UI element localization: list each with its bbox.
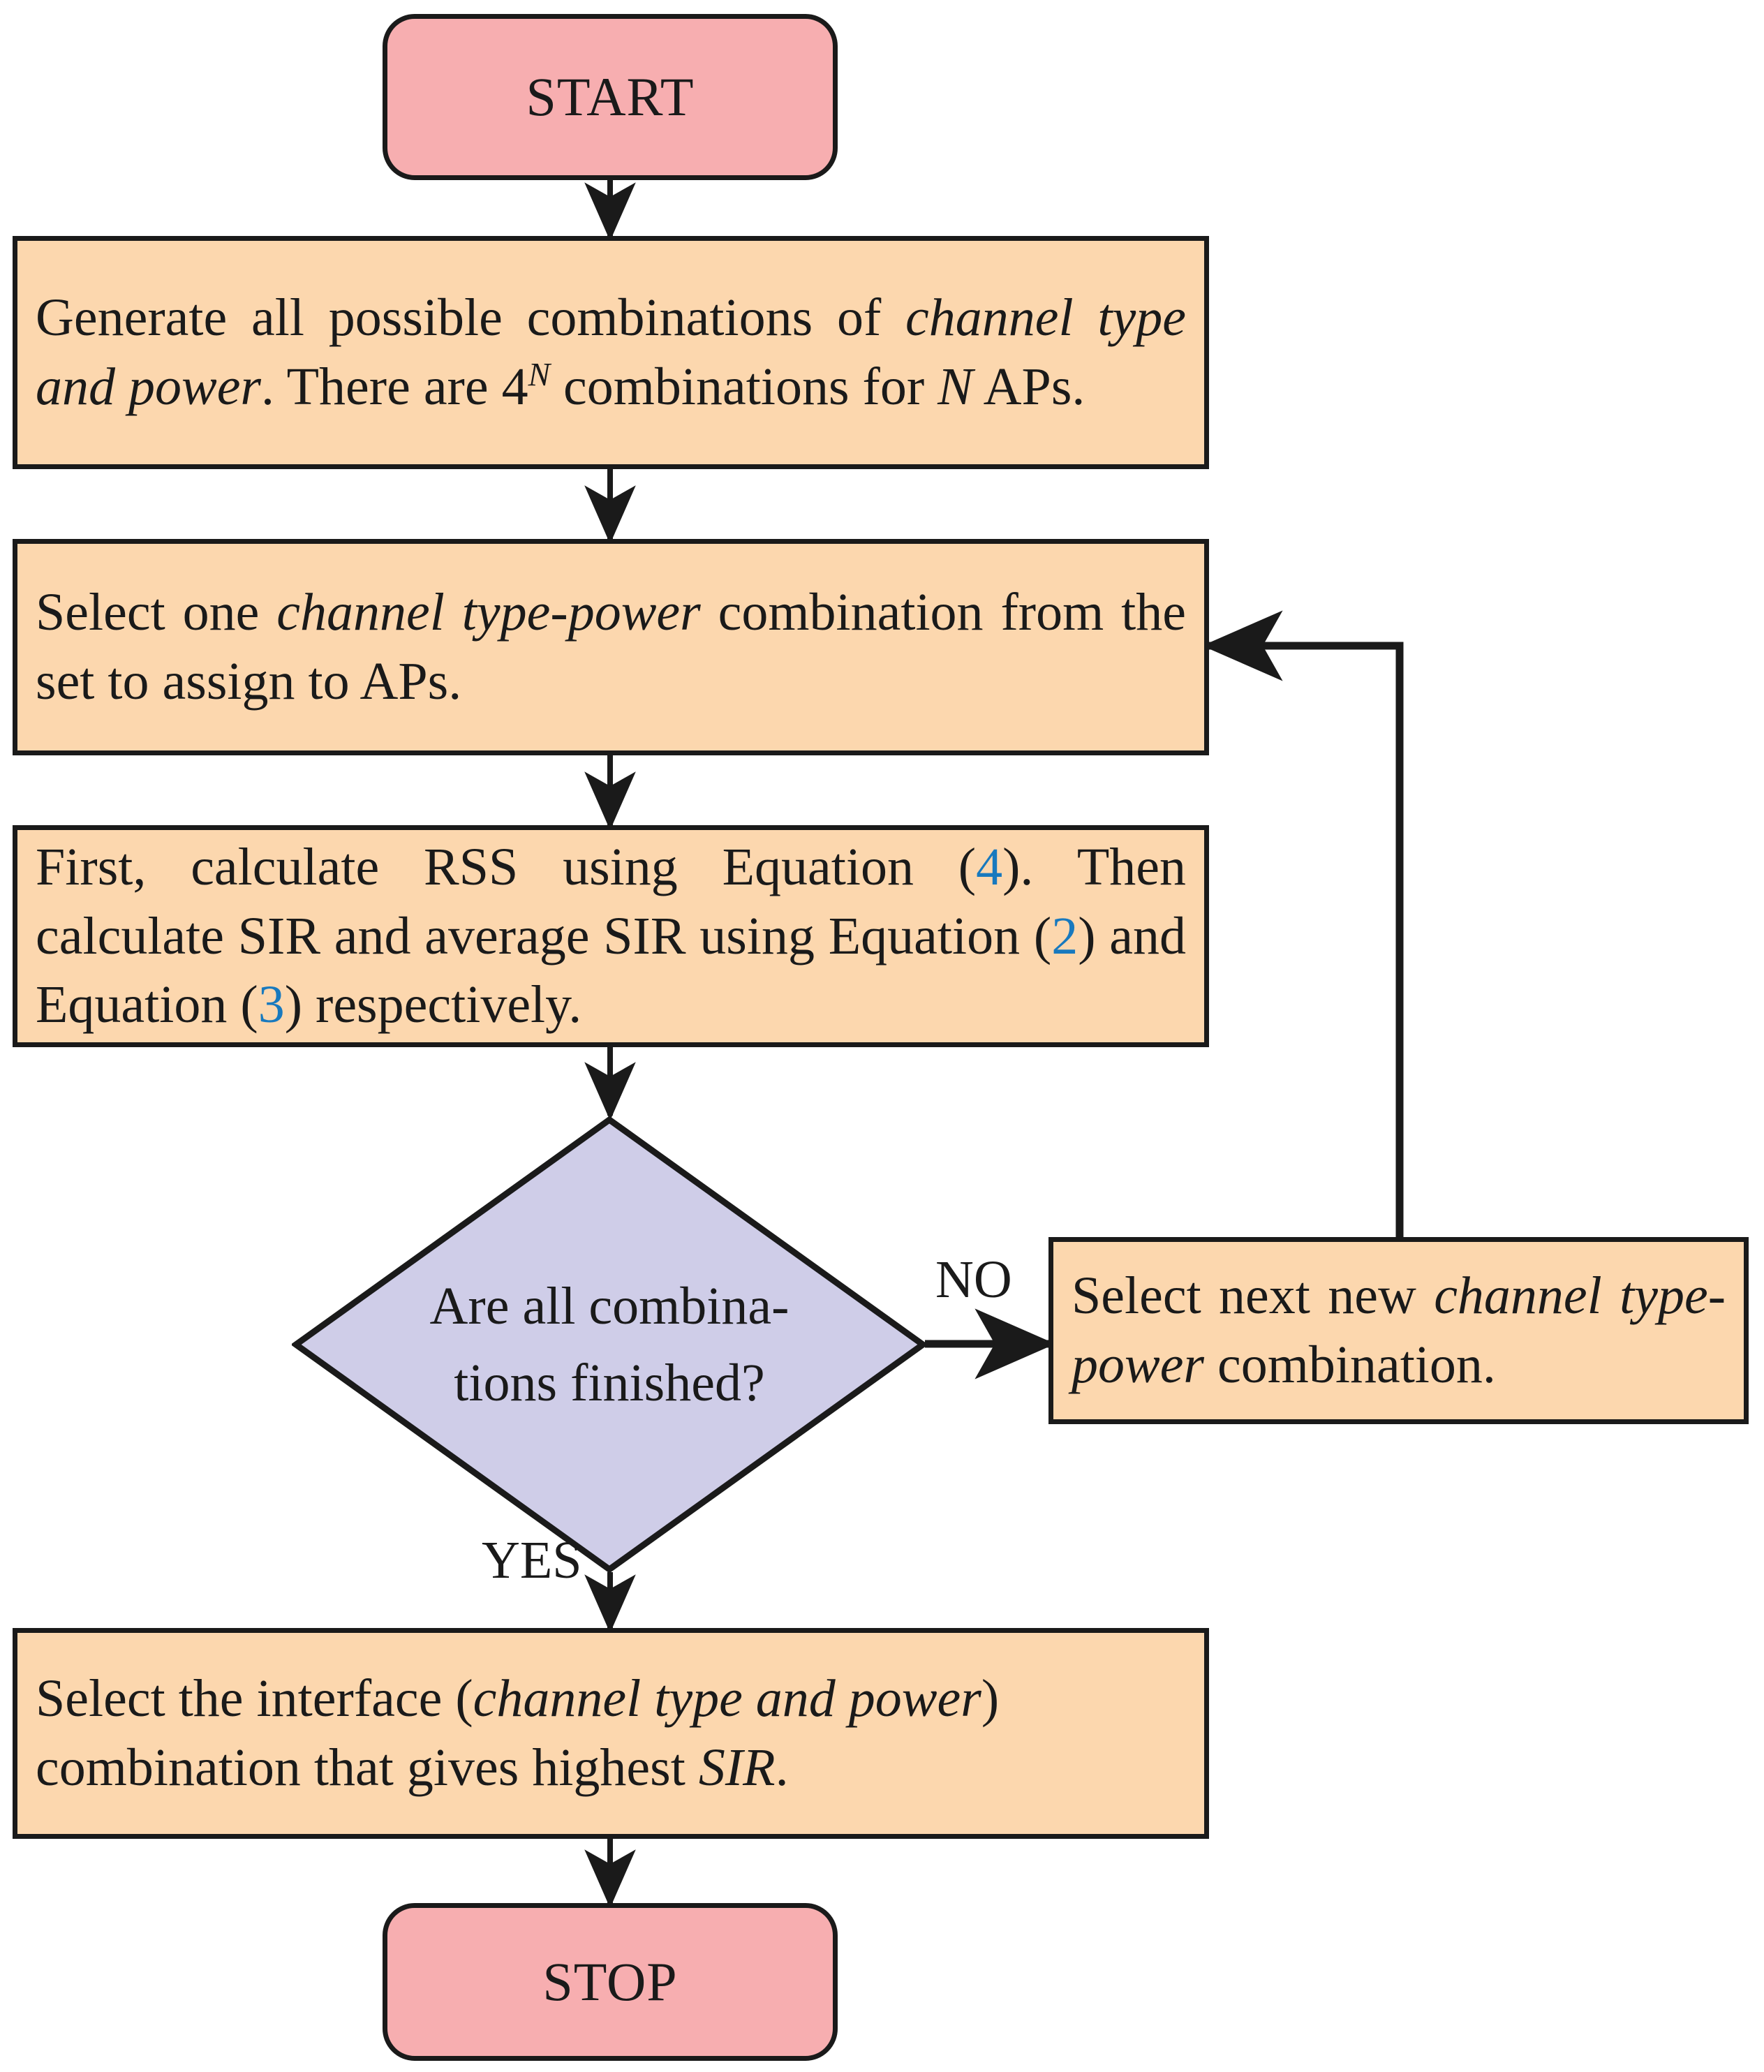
node-decision-all-combinations-finished[interactable]: Are all combina- tions finished?: [292, 1116, 927, 1574]
node-stop[interactable]: STOP: [383, 1903, 838, 2061]
node-select-one-combination[interactable]: Select one channel type-power combinatio…: [13, 539, 1209, 755]
node-generate-combinations-text: Generate all possible combinations of ch…: [36, 288, 1186, 416]
node-select-next-combination-text: Select next new channel type-power combi…: [1072, 1266, 1726, 1394]
node-stop-label: STOP: [542, 1951, 678, 2012]
node-select-next-combination[interactable]: Select next new channel type-power combi…: [1048, 1237, 1749, 1424]
node-select-one-combination-text: Select one channel type-power combinatio…: [36, 583, 1186, 711]
decision-diamond-shape: [292, 1116, 927, 1574]
edge-label-yes: YES: [482, 1531, 582, 1590]
edge-select-next-feedback-to-select-one: [1202, 610, 1404, 1237]
node-calculate-rss-sir[interactable]: First, calculate RSS using Equation (4).…: [13, 825, 1209, 1047]
edge-label-no: NO: [935, 1250, 1012, 1309]
node-start-label: START: [526, 66, 695, 127]
node-select-interface-text: Select the interface (channel type and p…: [36, 1669, 1000, 1797]
node-select-interface[interactable]: Select the interface (channel type and p…: [13, 1628, 1209, 1839]
node-generate-combinations[interactable]: Generate all possible combinations of ch…: [13, 236, 1209, 469]
node-start[interactable]: START: [383, 14, 838, 180]
node-calculate-rss-sir-text: First, calculate RSS using Equation (4).…: [36, 837, 1187, 1035]
